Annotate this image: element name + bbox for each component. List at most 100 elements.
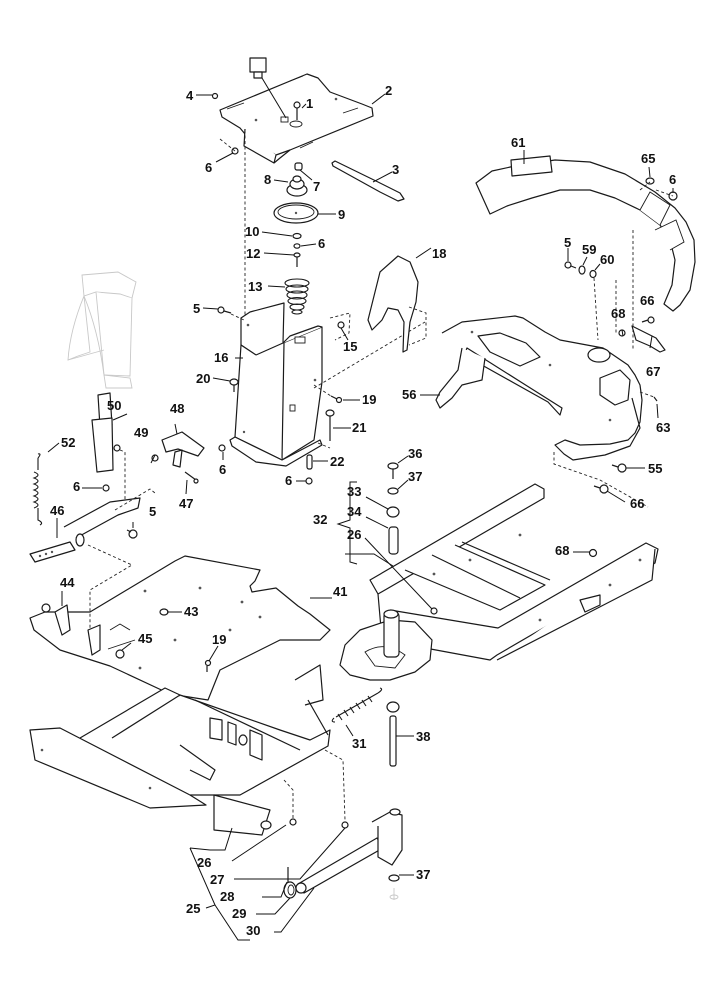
callout-21: 21 <box>352 420 366 435</box>
callout-7: 7 <box>313 179 320 194</box>
bolt-part-21 <box>325 409 335 441</box>
callout-30: 30 <box>246 923 260 938</box>
callout-25: 25 <box>186 901 200 916</box>
callout-2: 2 <box>385 83 392 98</box>
nut-part-27 <box>289 818 297 826</box>
plug-part-65 <box>645 177 655 185</box>
nut-part-6f <box>102 484 110 492</box>
nut-part-6c <box>218 444 226 452</box>
callout-1: 1 <box>306 96 313 111</box>
callout-6f: 6 <box>73 479 80 494</box>
washer-part-10 <box>292 232 302 240</box>
callout-6e: 6 <box>669 172 676 187</box>
nut-part-6d <box>305 477 313 485</box>
callout-61: 61 <box>511 135 525 150</box>
leader-lines <box>47 93 674 941</box>
callout-36: 36 <box>408 446 422 461</box>
fender-part-61 <box>475 155 696 312</box>
callout-68a: 68 <box>611 306 625 321</box>
switch-part-50 <box>91 392 121 473</box>
cover-part-18 <box>367 255 419 353</box>
callout-20: 20 <box>196 371 210 386</box>
spring-part-13 <box>284 278 310 315</box>
callout-66a: 66 <box>640 293 654 308</box>
callout-44: 44 <box>60 575 75 590</box>
knob-part-45 <box>115 649 125 659</box>
pedal-part-48 <box>161 431 205 468</box>
bolt-part-5a <box>217 306 232 314</box>
callout-37b: 37 <box>416 867 430 882</box>
callout-68b: 68 <box>555 543 569 558</box>
front-frame <box>29 664 331 836</box>
disc-part-9 <box>273 202 319 224</box>
pivot-plate <box>339 609 433 681</box>
callout-41: 41 <box>333 584 347 599</box>
bolt-part-1 <box>293 101 301 120</box>
callout-38: 38 <box>416 729 430 744</box>
washer-part-37b <box>388 874 400 882</box>
seat-switch <box>249 57 287 119</box>
bar-part-3 <box>331 160 405 202</box>
washer-part-59 <box>578 265 586 275</box>
callout-3: 3 <box>392 162 399 177</box>
bolt-part-36 <box>387 462 399 479</box>
rear-panel-part-56 <box>435 315 643 461</box>
callout-6b: 6 <box>318 236 325 251</box>
callout-48: 48 <box>170 401 184 416</box>
spring-part-31 <box>331 687 383 723</box>
callout-63: 63 <box>656 420 670 435</box>
screw-part-63 <box>653 396 658 402</box>
callout-55: 55 <box>648 461 662 476</box>
callout-5c: 5 <box>149 504 156 519</box>
callout-50: 50 <box>107 398 121 413</box>
callout-26a: 26 <box>347 527 361 542</box>
callout-31: 31 <box>352 736 366 751</box>
callout-37a: 37 <box>408 469 422 484</box>
callout-12: 12 <box>246 246 260 261</box>
wing-nut-part-28 <box>341 821 349 829</box>
bolt-part-66a <box>641 316 655 324</box>
plug-part-43 <box>159 608 169 616</box>
callout-34: 34 <box>347 504 362 519</box>
screw-part-19a <box>330 395 343 404</box>
callout-4: 4 <box>186 88 194 103</box>
spacer-part-7 <box>294 162 303 171</box>
nut-part-4 <box>211 92 219 100</box>
callout-16: 16 <box>214 350 228 365</box>
callout-6d: 6 <box>285 473 292 488</box>
bushing-part-33 <box>386 506 400 518</box>
rear-frame <box>369 483 659 661</box>
callout-46: 46 <box>50 503 64 518</box>
bolt-part-66b <box>593 484 609 494</box>
callout-6a: 6 <box>205 160 212 175</box>
callout-10: 10 <box>245 224 259 239</box>
bracket-part-67 <box>631 325 666 353</box>
callout-59: 59 <box>582 242 596 257</box>
callout-28: 28 <box>220 889 234 904</box>
callout-52: 52 <box>61 435 75 450</box>
callout-43: 43 <box>184 604 198 619</box>
callout-47: 47 <box>179 496 193 511</box>
bump-stop-part-8 <box>286 175 308 197</box>
callout-33: 33 <box>347 484 361 499</box>
callout-22: 22 <box>330 454 344 469</box>
callout-15: 15 <box>343 339 357 354</box>
callout-26b: 26 <box>197 855 211 870</box>
bolt-part-5b <box>564 261 577 269</box>
callout-5b: 5 <box>564 235 571 250</box>
callout-labels: 4 1 2 3 6 7 8 9 10 6 12 13 5 15 16 18 20… <box>50 83 676 938</box>
spring-part-52 <box>32 453 43 526</box>
callout-60: 60 <box>600 252 614 267</box>
callout-5a: 5 <box>193 301 200 316</box>
ghost-bolt <box>389 888 399 900</box>
callout-8: 8 <box>264 172 271 187</box>
callout-49: 49 <box>134 425 148 440</box>
axle-part-30 <box>295 808 403 894</box>
fitting-part-26a <box>430 607 438 615</box>
callout-45: 45 <box>138 631 152 646</box>
floor-plate-part-41 <box>29 555 331 701</box>
pin-part-22 <box>306 454 313 470</box>
bracket-part-44 <box>41 603 101 656</box>
console-column <box>229 302 323 467</box>
